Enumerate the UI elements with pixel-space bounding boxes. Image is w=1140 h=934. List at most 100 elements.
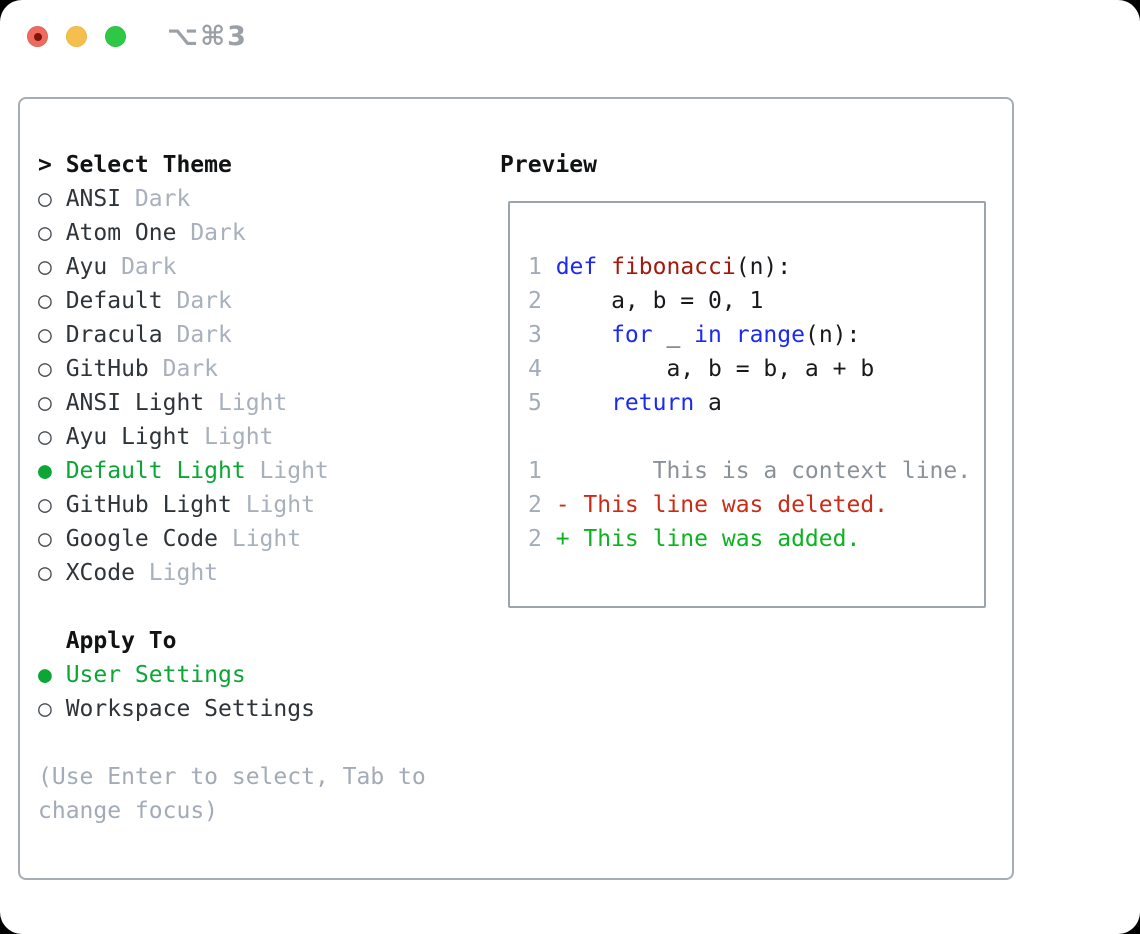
apply-option-user-settings[interactable]: ● User Settings — [38, 658, 440, 692]
option-variant-label: Dark — [176, 322, 232, 348]
radio-unselected-icon: ○ — [38, 696, 52, 722]
preview-box: 1 def fibonacci(n): 2 a, b = 0, 1 3 for … — [508, 201, 986, 608]
line-number: 2 — [528, 288, 542, 314]
select-theme-header-label: Select Theme — [65, 152, 232, 178]
zoom-button[interactable] — [105, 26, 126, 47]
radio-unselected-icon: ○ — [38, 356, 52, 382]
option-variant-label: Light — [148, 560, 219, 586]
code-token — [556, 322, 611, 348]
theme-picker-panel: > Select Theme ○ ANSI Dark ○ Atom One Da… — [18, 97, 1014, 880]
radio-selected-icon: ● — [38, 458, 52, 484]
theme-option-default-dark[interactable]: ○ Default Dark — [38, 284, 440, 318]
option-variant-label: Dark — [134, 186, 191, 212]
option-label: GitHub Light — [65, 492, 232, 518]
code-token — [722, 322, 736, 348]
apply-option-workspace-settings[interactable]: ○ Workspace Settings — [38, 692, 440, 726]
code-token: _ — [652, 322, 695, 348]
option-variant-label: Light — [204, 424, 274, 450]
theme-option-github-dark[interactable]: ○ GitHub Dark — [38, 352, 440, 386]
option-label: ANSI — [65, 186, 122, 212]
select-theme-header: > Select Theme — [38, 148, 440, 182]
apply-to-header-label: Apply To — [65, 628, 177, 654]
code-line: 2 a, b = 0, 1 — [528, 284, 984, 318]
line-number: 2 — [528, 526, 542, 552]
radio-selected-icon: ● — [38, 662, 52, 688]
code-token: a, b = 0, 1 — [555, 288, 764, 314]
preview-header: Preview — [500, 152, 597, 178]
option-variant-label: Dark — [176, 288, 232, 314]
code-line: 1 This is a context line. — [528, 454, 984, 488]
keyboard-hint: (Use Enter to select, Tab to change focu… — [38, 764, 426, 824]
radio-unselected-icon: ○ — [38, 186, 52, 212]
option-label: Ayu — [65, 254, 108, 280]
radio-unselected-icon: ○ — [38, 254, 52, 280]
left-column: > Select Theme ○ ANSI Dark ○ Atom One Da… — [38, 148, 440, 828]
code-token: a — [694, 390, 722, 416]
code-line: 3 for _ in range(n): — [528, 318, 984, 352]
radio-unselected-icon: ○ — [38, 424, 52, 450]
code-token: (n): — [804, 322, 861, 348]
option-variant-label: Light — [245, 492, 315, 518]
code-line: 5 return a — [528, 386, 984, 420]
code-line: 1 def fibonacci(n): — [528, 250, 984, 284]
theme-options-list: ○ ANSI Dark ○ Atom One Dark ○ Ayu Dark ○… — [38, 182, 440, 590]
option-label: User Settings — [65, 662, 246, 688]
theme-option-xcode-light[interactable]: ○ XCode Light — [38, 556, 440, 590]
code-token — [556, 390, 611, 416]
line-number: 4 — [528, 356, 542, 382]
window-title: ⌥⌘3 — [167, 21, 248, 52]
option-variant-label: Light — [259, 458, 329, 484]
minimize-button[interactable] — [66, 26, 87, 47]
theme-option-google-code-light[interactable]: ○ Google Code Light — [38, 522, 440, 556]
code-token: + This line was added. — [555, 526, 861, 552]
theme-option-dracula-dark[interactable]: ○ Dracula Dark — [38, 318, 440, 352]
close-dot-icon — [33, 32, 42, 41]
option-variant-label: Light — [231, 526, 302, 552]
option-label: ANSI Light — [65, 390, 205, 416]
theme-option-ayu-dark[interactable]: ○ Ayu Dark — [38, 250, 440, 284]
option-label: Default Light — [65, 458, 246, 484]
option-variant-label: Dark — [121, 254, 177, 280]
radio-unselected-icon: ○ — [38, 220, 52, 246]
theme-option-ansi-dark[interactable]: ○ ANSI Dark — [38, 182, 440, 216]
code-token: a, b = b, a + b — [555, 356, 875, 382]
close-button[interactable] — [27, 26, 48, 47]
theme-option-ansi-light-light[interactable]: ○ ANSI Light Light — [38, 386, 440, 420]
line-number: 1 — [528, 254, 542, 280]
code-token: This is a context line. — [555, 458, 972, 484]
code-line: 2 - This line was deleted. — [528, 488, 984, 522]
theme-option-ayu-light-light[interactable]: ○ Ayu Light Light — [38, 420, 440, 454]
spacer — [38, 590, 440, 624]
option-label: Google Code — [65, 526, 219, 552]
radio-unselected-icon: ○ — [38, 560, 52, 586]
code-token: def — [555, 254, 598, 280]
code-token: (n): — [735, 254, 792, 280]
code-line: 2 + This line was added. — [528, 522, 984, 556]
option-variant-label: Dark — [162, 356, 219, 382]
line-number: 3 — [528, 322, 542, 348]
apply-to-options-list: ● User Settings ○ Workspace Settings — [38, 658, 440, 726]
code-token: return — [611, 390, 695, 416]
code-token: in — [694, 322, 722, 348]
code-line: 4 a, b = b, a + b — [528, 352, 984, 386]
apply-to-header: Apply To — [38, 624, 440, 658]
code-token: for — [611, 322, 653, 348]
option-variant-label: Light — [218, 390, 288, 416]
option-variant-label: Dark — [190, 220, 246, 246]
theme-option-github-light-light[interactable]: ○ GitHub Light Light — [38, 488, 440, 522]
line-number: 1 — [528, 458, 542, 484]
theme-option-default-light-light[interactable]: ● Default Light Light — [38, 454, 440, 488]
code-line — [528, 420, 984, 454]
option-label: Dracula — [65, 322, 163, 348]
option-label: Atom One — [65, 220, 177, 246]
theme-option-atom-one-dark[interactable]: ○ Atom One Dark — [38, 216, 440, 250]
focus-caret-icon: > — [38, 152, 52, 178]
radio-unselected-icon: ○ — [38, 288, 52, 314]
line-number: 5 — [528, 390, 542, 416]
option-label: GitHub — [65, 356, 149, 382]
option-label: XCode — [65, 560, 135, 586]
line-number: 2 — [528, 492, 542, 518]
radio-unselected-icon: ○ — [38, 492, 52, 518]
code-token: fibonacci — [611, 254, 736, 280]
code-token — [597, 254, 611, 280]
